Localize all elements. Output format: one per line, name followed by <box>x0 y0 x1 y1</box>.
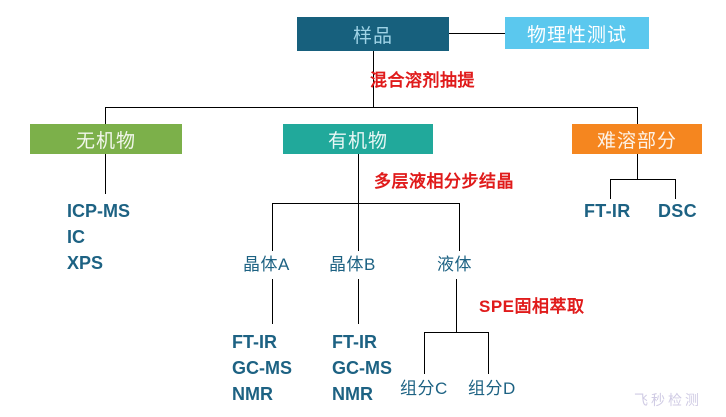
node-liquid[interactable]: 液体 <box>437 255 472 274</box>
connector-insoluble-bus <box>610 179 675 180</box>
connector-components-bus <box>424 332 488 333</box>
connector-liquid-stem <box>456 279 457 332</box>
box-sample-label: 样品 <box>352 25 393 47</box>
connector-crystal-b-drop <box>358 203 359 251</box>
connector-sample-stem <box>373 51 374 107</box>
box-organic-label: 有机物 <box>327 130 388 152</box>
annotation-crystallization: 多层液相分步结晶 <box>374 172 514 191</box>
connector-level2-right-drop <box>637 107 638 124</box>
connector-crystal-a-drop <box>272 203 273 251</box>
annotation-spe: SPE固相萃取 <box>479 297 585 316</box>
box-sample[interactable]: 样品 <box>297 17 449 51</box>
connector-component-d-drop <box>488 332 489 374</box>
connector-sample-to-physical <box>449 33 505 34</box>
methods-inorganic: ICP-MS IC XPS <box>67 201 130 274</box>
connector-insoluble-dsc-drop <box>675 179 676 199</box>
box-physical-test[interactable]: 物理性测试 <box>505 17 649 49</box>
box-inorganic[interactable]: 无机物 <box>30 124 182 154</box>
methods-crystal-b: FT-IR GC-MS NMR <box>332 332 392 405</box>
methods-crystal-a: FT-IR GC-MS NMR <box>232 332 292 405</box>
connector-insoluble-stem <box>637 154 638 179</box>
box-physical-test-label: 物理性测试 <box>526 24 627 46</box>
connector-liquid-drop <box>459 203 460 251</box>
connector-insoluble-ftir-drop <box>610 179 611 199</box>
connector-level2-bus <box>105 107 637 108</box>
connector-organic-stem <box>358 154 359 203</box>
connector-level2-left-drop <box>105 107 106 124</box>
connector-organic-bus <box>272 203 459 204</box>
box-organic[interactable]: 有机物 <box>283 124 433 154</box>
method-insoluble-ftir: FT-IR <box>584 201 631 221</box>
connector-component-c-drop <box>424 332 425 374</box>
connector-crystal-a-methods-stem <box>272 279 273 324</box>
node-component-d[interactable]: 组分D <box>468 379 516 398</box>
connector-crystal-b-methods-stem <box>358 279 359 324</box>
box-inorganic-label: 无机物 <box>75 130 136 152</box>
method-insoluble-dsc: DSC <box>658 201 697 221</box>
box-insoluble-label: 难溶部分 <box>596 130 677 152</box>
box-insoluble[interactable]: 难溶部分 <box>572 124 702 154</box>
annotation-extraction: 混合溶剂抽提 <box>370 71 475 90</box>
watermark: 飞秒检测 <box>634 392 702 408</box>
node-crystal-b[interactable]: 晶体B <box>329 255 376 274</box>
node-crystal-a[interactable]: 晶体A <box>243 255 290 274</box>
node-component-c[interactable]: 组分C <box>400 379 448 398</box>
connector-inorganic-stem <box>105 154 106 194</box>
